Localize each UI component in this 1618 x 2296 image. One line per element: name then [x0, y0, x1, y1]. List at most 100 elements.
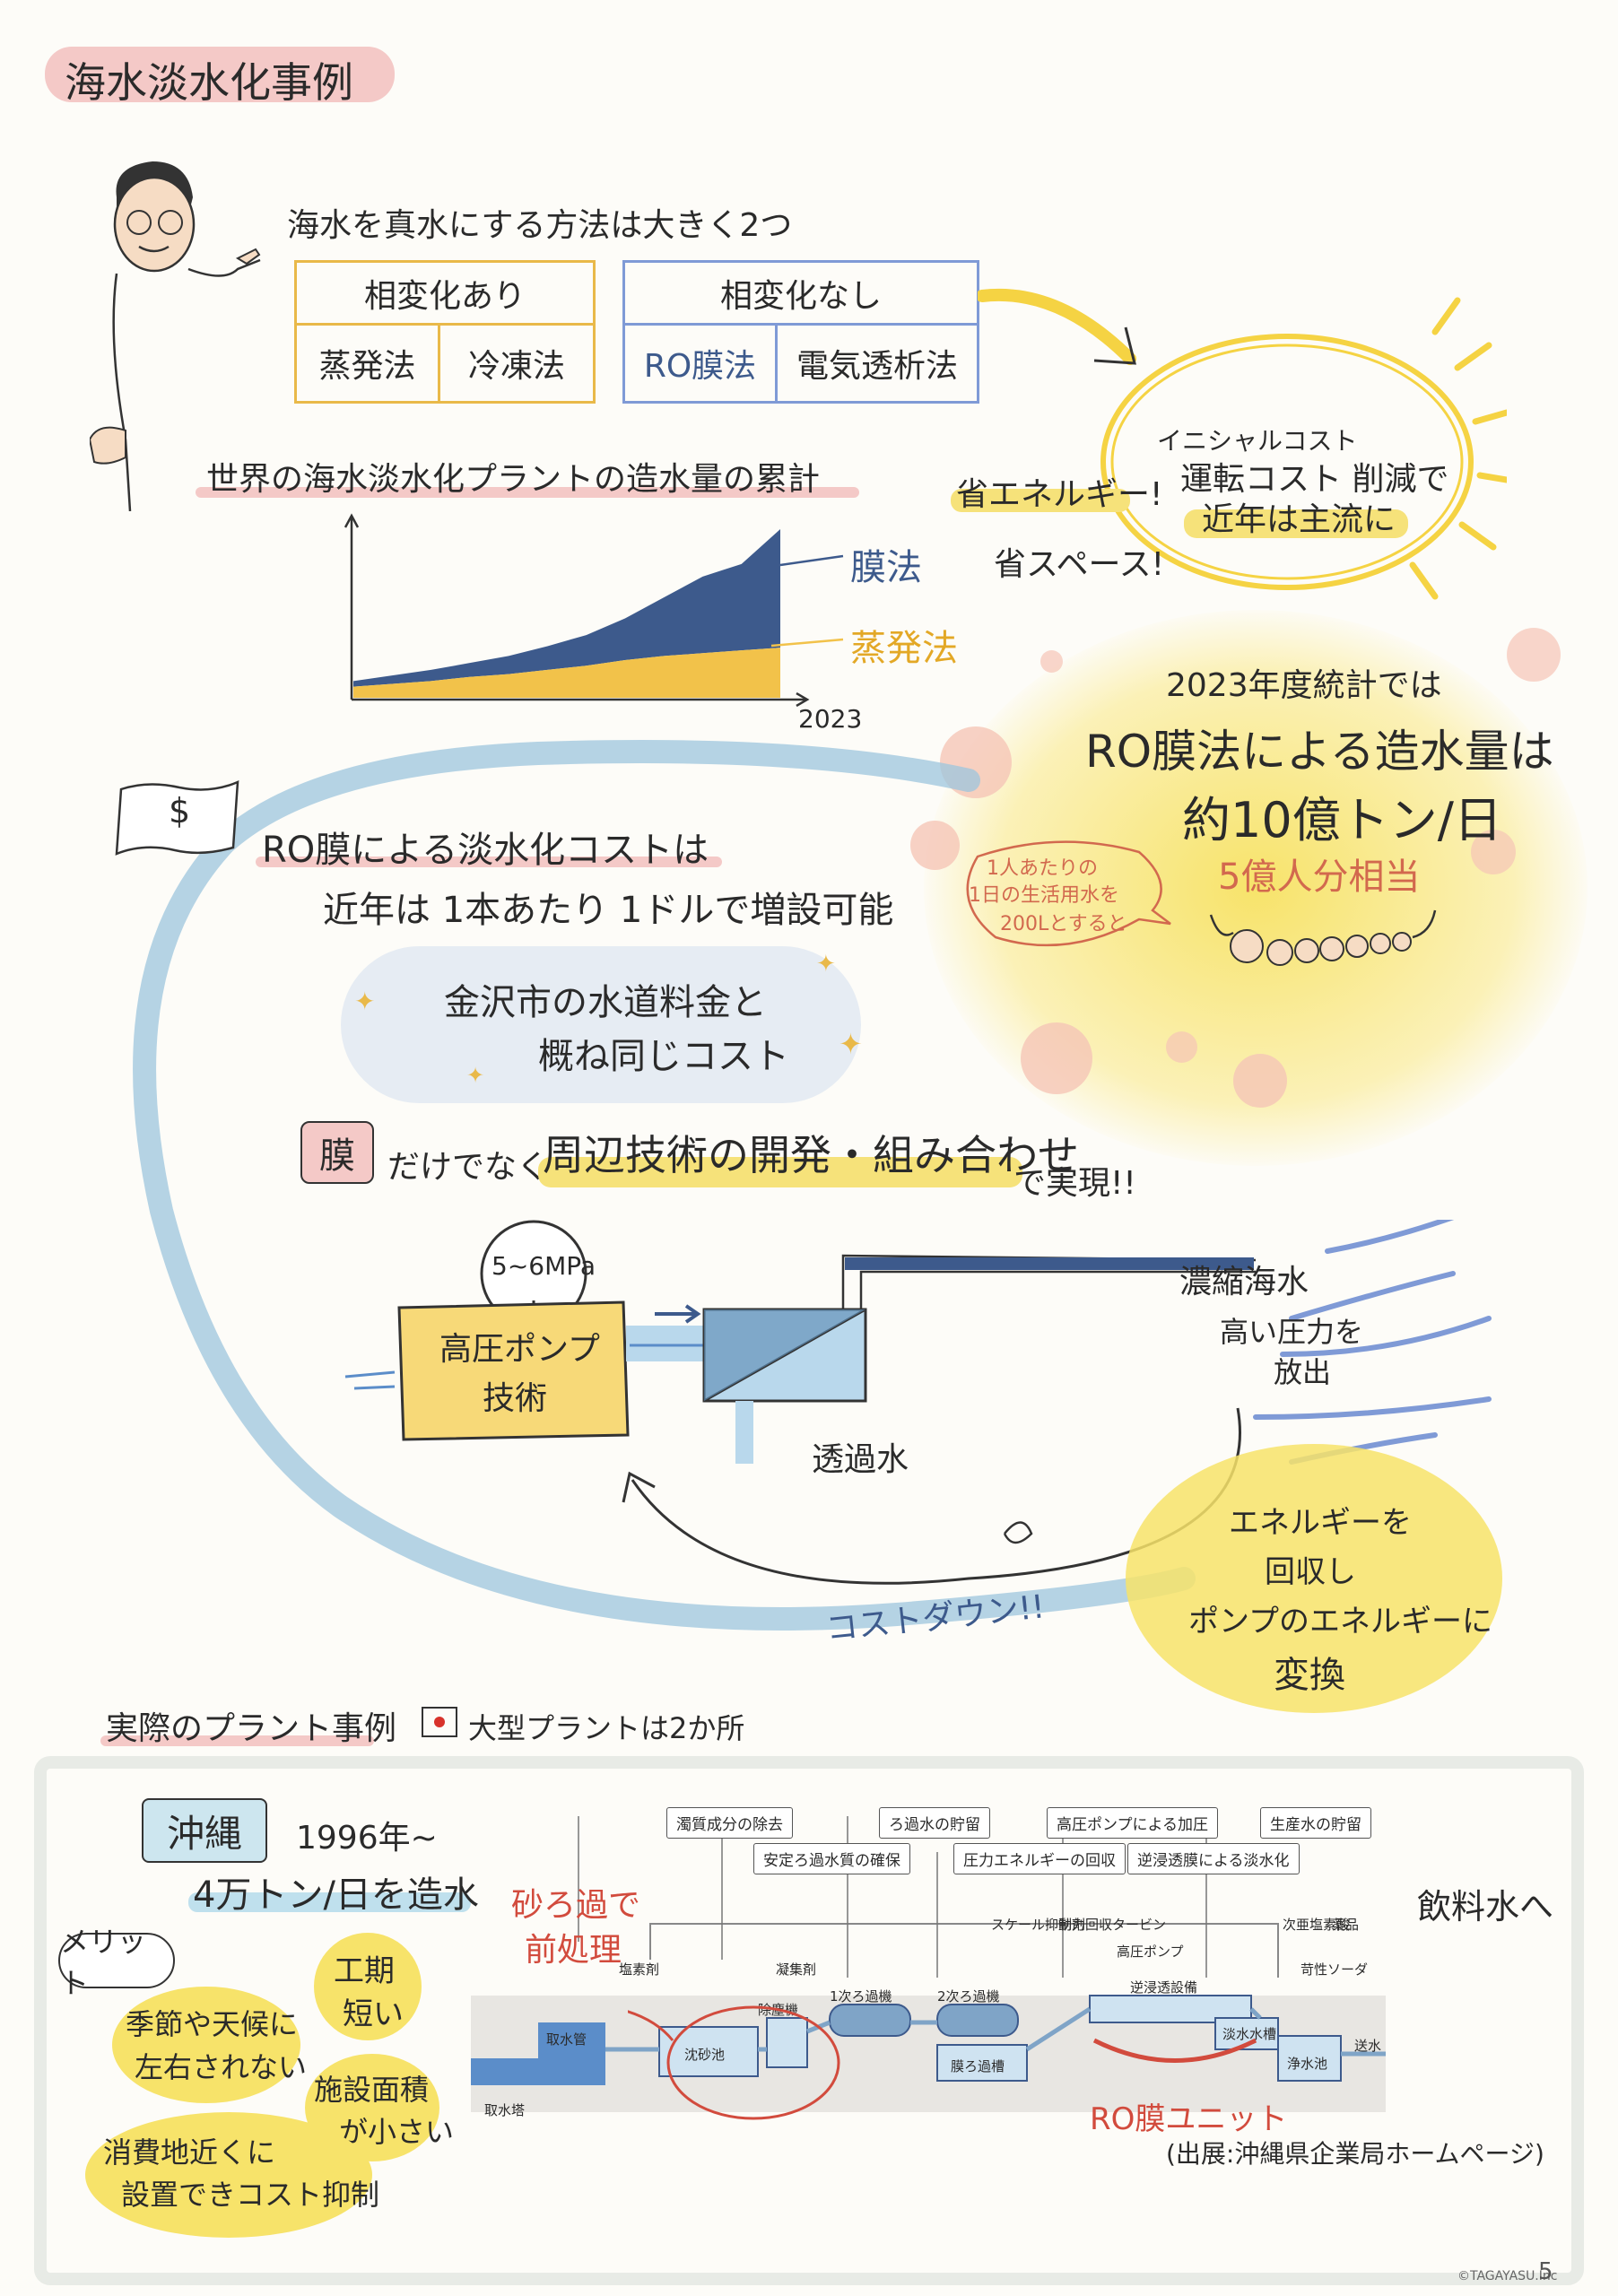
- pink-dot: [1233, 1054, 1287, 1108]
- callout-line3: 近年は主流に: [1202, 501, 1396, 538]
- diagram-small-label: 逆浸透設備: [1130, 1979, 1198, 1996]
- plants-heading-underline: [100, 1735, 374, 1746]
- stats-note-line1: 1人あたりの: [987, 857, 1098, 880]
- phase-change-header: 相変化あり: [297, 263, 593, 326]
- callout-line2: 運転コスト 削減で: [1180, 461, 1449, 498]
- membrane-area: [353, 529, 780, 687]
- diagram-small-label: 高圧ポンプ: [1117, 1944, 1184, 1960]
- page-number: 5: [1538, 2258, 1553, 2285]
- phase-change-table: 相変化あり 蒸発法 冷凍法: [294, 260, 596, 404]
- diagram-small-label: 凝集剤: [776, 1961, 817, 1978]
- diagram-small-label: 2次ろ過機: [937, 1988, 1000, 2005]
- recover-yellow-blob: [1126, 1444, 1502, 1713]
- diagram-small-label: 浄水池: [1287, 2056, 1328, 2072]
- stats-line3: 約10億トン/日: [1182, 792, 1502, 848]
- pump-label2: 技術: [483, 1380, 548, 1417]
- merit-blob: [85, 2112, 372, 2238]
- sun-burst-icon: [1100, 297, 1507, 600]
- tech-suffix: で実現!!: [1013, 1165, 1136, 1202]
- recover-line3: ポンプのエネルギーに: [1188, 1604, 1492, 1639]
- crowd-faces-icon: [1209, 909, 1437, 966]
- diagram-small-label: 淡水水槽: [1222, 2026, 1277, 2042]
- evaporation-method: 蒸発法: [297, 326, 440, 401]
- cost-cloud: [341, 946, 861, 1103]
- stats-line2: RO膜法による造水量は: [1085, 726, 1554, 778]
- merit-3b: が小さい: [339, 2115, 455, 2149]
- diagram-small-label: 取水塔: [484, 2102, 526, 2118]
- sparkle-icon: ✦: [816, 951, 836, 978]
- chart-x-label: 2023: [798, 704, 863, 734]
- diagram-label: 高圧ポンプによる加圧: [1047, 1807, 1218, 1839]
- okinawa-year: 1996年~: [296, 1820, 438, 1857]
- dollar-sign: $: [169, 791, 191, 831]
- cost-cloud-line1: 金沢市の水道料金と: [444, 982, 767, 1023]
- diagram-small-label: 1次ろ過機: [830, 1988, 892, 2005]
- ro-process-diagram: [344, 1220, 1492, 1585]
- sand-filter-line1: 砂ろ過で: [511, 1887, 641, 1924]
- diagram-label: ろ過水の貯留: [879, 1807, 990, 1839]
- pink-dot: [910, 821, 960, 870]
- merit-2b: 短い: [343, 1996, 404, 2032]
- cost-line2: 近年は 1本あたり 1ドルで増設可能: [323, 890, 894, 931]
- diagram-small-label: 取水管: [546, 2031, 587, 2048]
- diagram-small-label: 苛性ソーダ: [1300, 1961, 1369, 1978]
- diagram-small-label: 膜ろ過槽: [951, 2058, 1005, 2074]
- electrodialysis-method: 電気透析法: [796, 348, 958, 385]
- okinawa-badge: 沖縄: [142, 1798, 267, 1863]
- energy-saving-text: 省エネルギー!: [956, 476, 1163, 513]
- stats-line4: 5億人分相当: [1218, 857, 1421, 898]
- cost-cloud-line2: 概ね同じコスト: [538, 1036, 789, 1077]
- callout-line1: イニシャルコスト: [1157, 426, 1358, 456]
- pink-dot: [1471, 830, 1516, 874]
- membrane-badge: 膜: [300, 1121, 374, 1184]
- permeate-label: 透過水: [812, 1441, 909, 1478]
- output-highlight: [188, 1892, 471, 1912]
- diagram-small-label: 薬品: [1332, 1917, 1360, 1933]
- merit-1b: 左右されない: [135, 2050, 308, 2084]
- diagram-label: 生産水の貯留: [1260, 1807, 1371, 1839]
- legend-marker-icon: [422, 1707, 457, 1737]
- stats-note-line3: 200Lとすると: [1000, 913, 1127, 935]
- concentrate-label: 濃縮海水: [1179, 1264, 1309, 1300]
- sparkle-icon: ✦: [839, 1027, 863, 1061]
- sand-filter-circle-icon: [628, 2005, 840, 2120]
- ro-unit-bracket-icon: [1092, 2038, 1257, 2063]
- diagram-small-label: 送水: [1354, 2038, 1382, 2054]
- methods-heading: 海水を真水にする方法は大きく2つ: [287, 207, 793, 244]
- no-phase-change-table: 相変化なし RO膜法 電気透析法: [622, 260, 979, 404]
- sand-filter-line2: 前処理: [525, 1932, 622, 1969]
- release-label2: 放出: [1274, 1355, 1332, 1389]
- stats-line1: 2023年度統計では: [1166, 667, 1442, 704]
- presenter-illustration: [90, 161, 261, 511]
- tech-highlight: [538, 1157, 1022, 1187]
- note-bubble-icon: [966, 840, 1171, 947]
- sparkle-icon: ✦: [354, 987, 376, 1016]
- diagram-label: 濁質成分の除去: [666, 1807, 793, 1839]
- recover-line1: エネルギーを: [1229, 1505, 1412, 1541]
- legend-text: 大型プラントは2か所: [468, 1711, 745, 1745]
- cost-line1-underline: [256, 857, 722, 867]
- freezing-method: 冷凍法: [467, 348, 565, 385]
- merit-blob: [314, 1933, 422, 2040]
- plant-diagram: 濁質成分の除去 ろ過水の貯留 高圧ポンプによる加圧 生産水の貯留 安定ろ過水質の…: [471, 1798, 1386, 2144]
- diagram-label: 逆浸透膜による淡水化: [1127, 1843, 1300, 1874]
- tech-mid-text: だけでなく: [387, 1149, 550, 1186]
- ro-unit-label: RO膜ユニット: [1090, 2101, 1288, 2137]
- space-saving-text: 省スペース!: [994, 546, 1165, 583]
- merit-2a: 工期: [334, 1953, 395, 1989]
- pink-dot: [1166, 1031, 1197, 1063]
- stats-note-line2: 1日の生活用水を: [969, 884, 1119, 907]
- pump-label1: 高圧ポンプ: [439, 1331, 600, 1368]
- pink-dot: [1021, 1022, 1092, 1094]
- no-phase-change-header: 相変化なし: [625, 263, 977, 326]
- arrow-to-callout-icon: [978, 288, 1136, 365]
- merit-4a: 消費地近くに: [103, 2135, 276, 2170]
- evaporation-area: [353, 648, 780, 698]
- plants-heading: 実際のプラント事例: [106, 1710, 397, 1747]
- merit-1a: 季節や天候に: [126, 2007, 299, 2041]
- ro-membrane-method: RO膜法: [625, 326, 778, 401]
- diagram-small-label: 動力回収タービン: [1058, 1917, 1167, 1933]
- copyright: ©TAGAYASU.Inc: [1457, 2269, 1558, 2283]
- chart-title-underline: [196, 487, 859, 498]
